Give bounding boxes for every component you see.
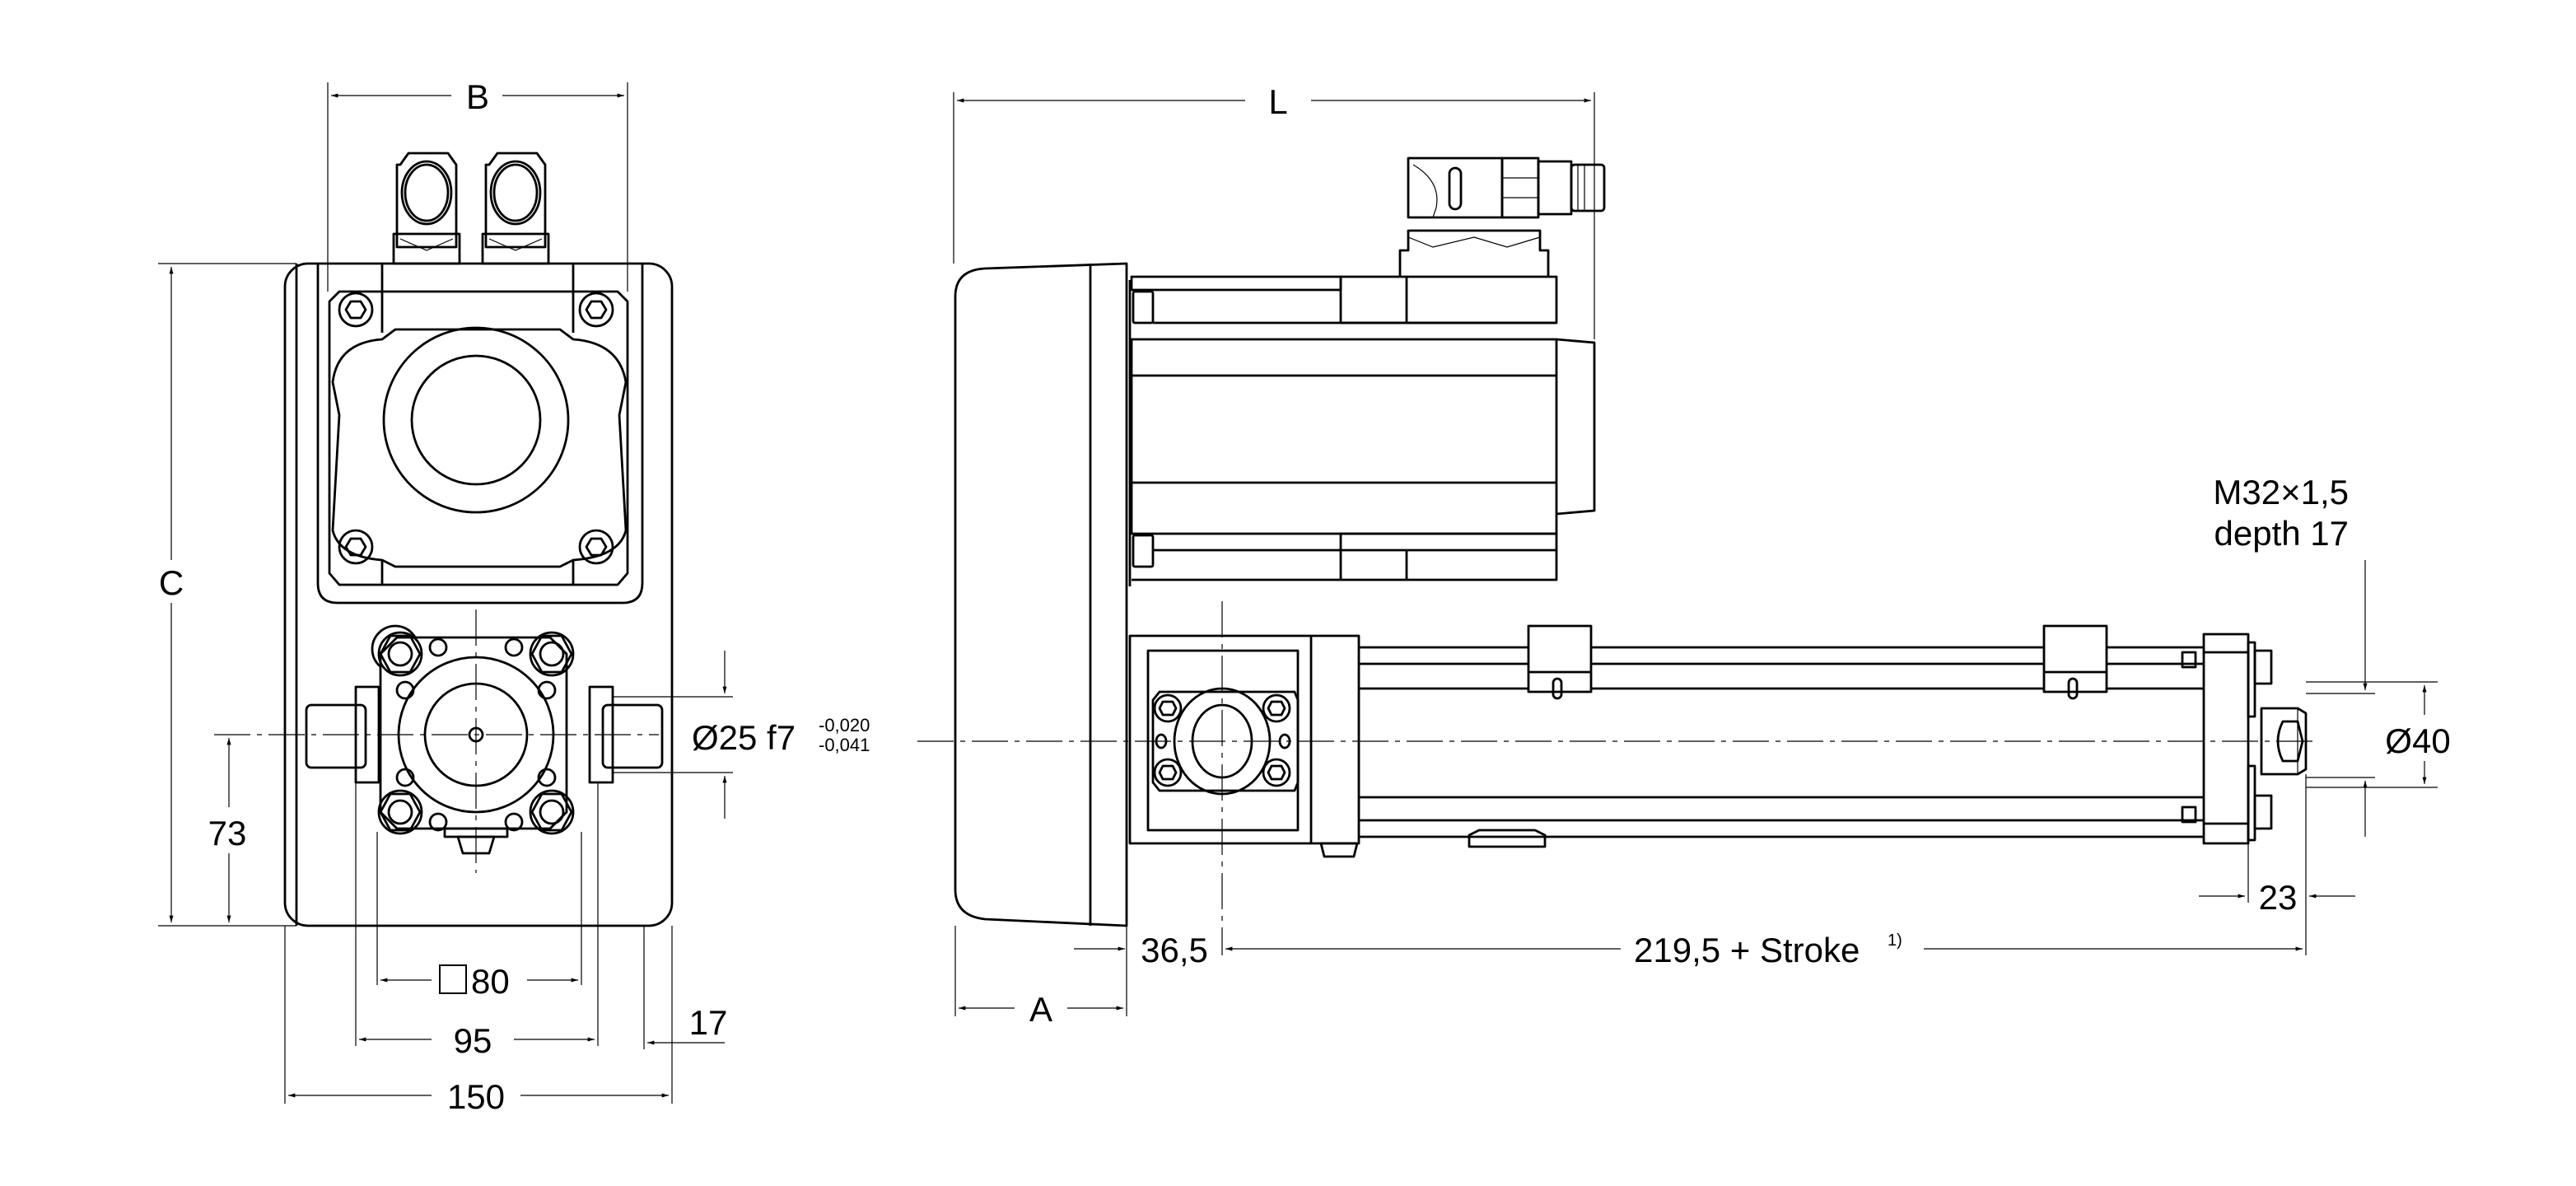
servo-motor [1130,275,1596,581]
dim-label-L: L [1268,82,1287,121]
square-symbol-icon [439,964,467,994]
dim-label-A: A [1029,990,1052,1029]
dim-label-rod-diameter: Ø25 f7 [692,718,796,757]
actuator-cylinder [1128,624,2308,858]
dim-label-80: 80 [471,962,510,1001]
tolerance-lower: -0,041 [819,735,870,755]
thread-label-line2: depth 17 [2214,514,2350,553]
actuator-flange [305,624,664,855]
housing-cover [954,262,1128,927]
dim-label-C: C [159,563,184,602]
footnote-marker: 1) [1888,932,1902,950]
bearing-block [1146,649,1300,832]
sensor-icon [1527,624,2108,700]
motor-flange [316,264,644,605]
dim-label-36-5: 36,5 [1141,931,1208,969]
dim-label-150: 150 [447,1077,505,1116]
motor-pilot-circle [382,326,570,514]
dim-label-17: 17 [689,1003,728,1042]
dim-label-95: 95 [454,1021,492,1060]
tolerance-upper: -0,020 [819,715,870,735]
side-view: L A 36,5 219,5 + Stroke 1) 23 Ø40 M32×1,… [917,82,2451,1029]
dim-label-73: 73 [208,814,247,852]
dim-label-diameter-40: Ø40 [2385,721,2450,760]
front-view: B C 73 Ø25 f7 -0,020 -0,041 80 95 [158,77,870,1116]
dim-label-23: 23 [2259,878,2298,917]
motor-screw-icon [338,292,614,565]
angle-connector-icon [1398,156,1606,277]
flange-screw-icon [1153,693,1291,787]
hex-nut-icon [377,631,575,835]
thread-label-line1: M32×1,5 [2213,473,2349,511]
dim-label-B: B [466,77,489,116]
connector-icon [392,152,550,265]
dim-label-stroke: 219,5 + Stroke [1634,931,1860,969]
housing-plate [283,262,674,927]
